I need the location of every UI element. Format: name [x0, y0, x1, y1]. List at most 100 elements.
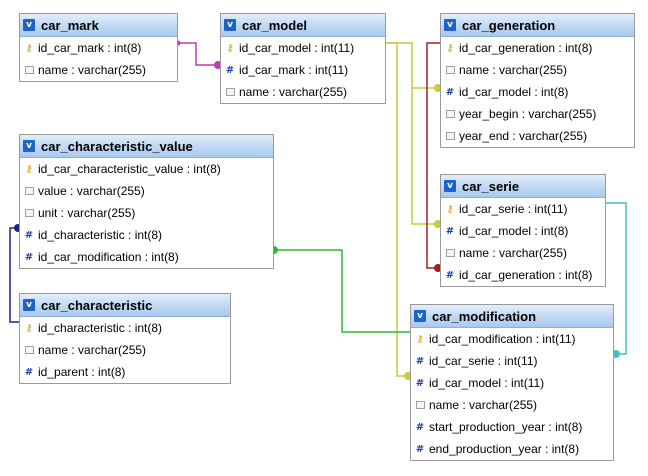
table-car-characteristic-value[interactable]: v car_characteristic_value ⚷id_car_chara…	[19, 134, 274, 269]
field-label: id_car_mark : int(8)	[38, 41, 142, 55]
table-car-model[interactable]: v car_model ⚷ id_car_model : int(11) # id_…	[220, 13, 386, 104]
field-label: id_car_modification : int(11)	[429, 332, 576, 346]
key-icon: ⚷	[25, 42, 33, 54]
field-row[interactable]: #id_car_model : int(8)	[441, 220, 605, 242]
field-row[interactable]: ⚷ id_car_model : int(11)	[221, 37, 385, 59]
hash-icon: #	[445, 86, 455, 98]
field-row[interactable]: value : varchar(255)	[20, 180, 273, 202]
hash-icon: #	[24, 229, 34, 241]
field-row[interactable]: year_end : varchar(255)	[441, 125, 634, 147]
field-label: id_characteristic : int(8)	[38, 228, 163, 242]
table-title: car_characteristic	[41, 297, 153, 313]
key-icon: ⚷	[446, 203, 454, 215]
field-label: name : varchar(255)	[459, 63, 568, 77]
table-title: car_characteristic_value	[41, 138, 193, 154]
hash-icon: #	[415, 355, 425, 367]
column-icon	[445, 65, 455, 75]
table-header[interactable]: v car_mark	[20, 14, 177, 37]
field-row[interactable]: #id_car_serie : int(11)	[411, 350, 613, 372]
table-title: car_modification	[432, 308, 537, 324]
field-row[interactable]: # end_production_year : int(8)	[411, 438, 613, 460]
table-car-modification[interactable]: v car_modification ⚷ id_car_modification …	[410, 304, 614, 461]
field-row[interactable]: # id_car_mark : int(11)	[221, 59, 385, 81]
field-label: id_car_model : int(11)	[239, 41, 355, 55]
field-row[interactable]: ⚷ id_car_mark : int(8)	[20, 37, 177, 59]
field-row[interactable]: name : varchar(255)	[221, 81, 385, 103]
table-car-serie[interactable]: v car_serie ⚷ id_car_serie : int(11) #id_…	[440, 174, 606, 287]
hash-icon: #	[415, 421, 425, 433]
hash-icon: #	[24, 366, 34, 378]
key-icon: ⚷	[226, 42, 234, 54]
table-car-generation[interactable]: v car_generation ⚷ id_car_generation : in…	[440, 13, 635, 148]
hash-icon: #	[225, 64, 235, 76]
field-label: name : varchar(255)	[459, 246, 568, 260]
table-car-mark[interactable]: v car_mark ⚷ id_car_mark : int(8) name : …	[19, 13, 178, 82]
field-label: start_production_year : int(8)	[429, 420, 583, 434]
field-row[interactable]: ⚷ id_car_generation : int(8)	[441, 37, 634, 59]
field-label: id_car_modification : int(8)	[38, 250, 179, 264]
column-icon	[445, 109, 455, 119]
column-icon	[24, 345, 34, 355]
table-icon: v	[23, 140, 35, 152]
hash-icon: #	[445, 225, 455, 237]
field-label: name : varchar(255)	[429, 398, 538, 412]
field-row[interactable]: # start_production_year : int(8)	[411, 416, 613, 438]
field-row[interactable]: name : varchar(255)	[441, 59, 634, 81]
field-label: id_car_generation : int(8)	[459, 41, 593, 55]
field-label: name : varchar(255)	[38, 343, 147, 357]
field-row[interactable]: # id_parent : int(8)	[20, 361, 230, 383]
field-label: year_begin : varchar(255)	[459, 107, 597, 121]
field-label: id_car_model : int(11)	[429, 376, 545, 390]
table-header[interactable]: v car_serie	[441, 175, 605, 198]
field-label: name : varchar(255)	[239, 85, 348, 99]
column-icon	[24, 208, 34, 218]
field-label: unit : varchar(255)	[38, 206, 136, 220]
field-label: id_car_mark : int(11)	[239, 63, 349, 77]
field-row[interactable]: unit : varchar(255)	[20, 202, 273, 224]
table-title: car_generation	[462, 17, 556, 33]
column-icon	[24, 186, 34, 196]
field-row[interactable]: # id_car_model : int(11)	[411, 372, 613, 394]
field-row[interactable]: name : varchar(255)	[20, 59, 177, 81]
field-label: name : varchar(255)	[38, 63, 147, 77]
field-row[interactable]: ⚷ id_car_modification : int(11)	[411, 328, 613, 350]
field-label: end_production_year : int(8)	[429, 442, 580, 456]
table-car-characteristic[interactable]: v car_characteristic ⚷id_characteristic …	[19, 293, 231, 384]
table-icon: v	[444, 19, 456, 31]
field-row[interactable]: ⚷id_car_characteristic_value : int(8)	[20, 158, 273, 180]
key-icon: ⚷	[416, 333, 424, 345]
table-header[interactable]: v car_modification	[411, 305, 613, 328]
key-icon: ⚷	[446, 42, 454, 54]
field-row[interactable]: # id_characteristic : int(8)	[20, 224, 273, 246]
key-icon: ⚷	[25, 163, 33, 175]
table-icon: v	[444, 180, 456, 192]
field-label: year_end : varchar(255)	[459, 129, 588, 143]
field-row[interactable]: name : varchar(255)	[20, 339, 230, 361]
field-row[interactable]: ⚷id_characteristic : int(8)	[20, 317, 230, 339]
column-icon	[415, 400, 425, 410]
field-row[interactable]: #id_car_modification : int(8)	[20, 246, 273, 268]
table-title: car_mark	[41, 17, 99, 33]
hash-icon: #	[445, 269, 455, 281]
column-icon	[24, 65, 34, 75]
hash-icon: #	[415, 377, 425, 389]
table-header[interactable]: v car_generation	[441, 14, 634, 37]
field-row[interactable]: name : varchar(255)	[441, 242, 605, 264]
field-label: id_characteristic : int(8)	[38, 321, 163, 335]
table-title: car_model	[242, 17, 308, 33]
link-car-model-children	[386, 42, 442, 380]
field-label: value : varchar(255)	[38, 184, 145, 198]
table-icon: v	[23, 19, 35, 31]
field-row[interactable]: year_begin : varchar(255)	[441, 103, 634, 125]
table-header[interactable]: v car_model	[221, 14, 385, 37]
field-row[interactable]: name : varchar(255)	[411, 394, 613, 416]
table-header[interactable]: v car_characteristic_value	[20, 135, 273, 158]
field-label: id_parent : int(8)	[38, 365, 126, 379]
hash-icon: #	[415, 443, 425, 455]
field-row[interactable]: #id_car_generation : int(8)	[441, 264, 605, 286]
field-label: id_car_serie : int(11)	[459, 202, 568, 216]
table-header[interactable]: v car_characteristic	[20, 294, 230, 317]
field-row[interactable]: ⚷ id_car_serie : int(11)	[441, 198, 605, 220]
field-row[interactable]: #id_car_model : int(8)	[441, 81, 634, 103]
